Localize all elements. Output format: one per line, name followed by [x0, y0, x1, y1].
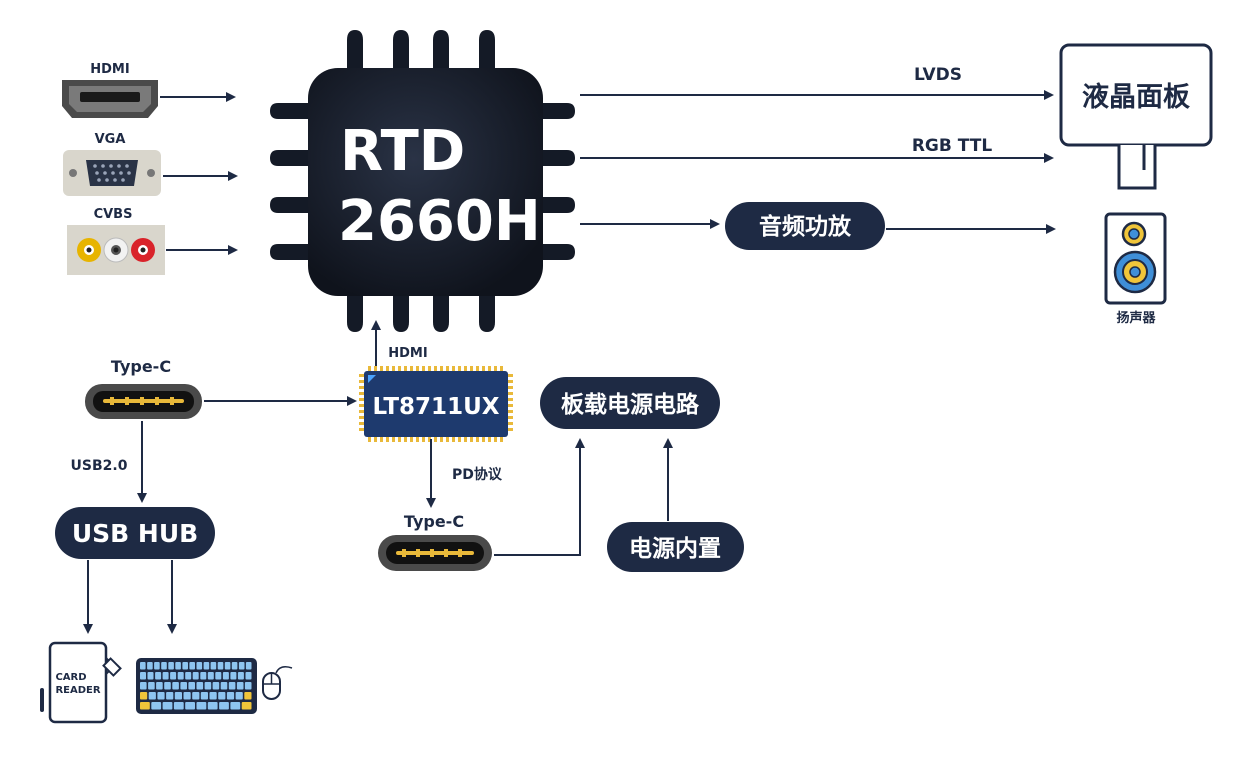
bridge-hdmi-label: HDMI — [388, 346, 427, 361]
bridge-chip: LT8711UX — [359, 366, 513, 442]
hdmi-input: HDMI — [62, 62, 236, 118]
card-reader-icon — [40, 641, 122, 724]
typec-to-power-arrow — [494, 438, 585, 556]
builtin-power-label: 电源内置 — [629, 536, 721, 562]
board-power-label: 板载电源电路 — [561, 391, 700, 418]
bridge-chip-label: LT8711UX — [373, 394, 500, 420]
main-chip-body — [308, 68, 543, 296]
pd-protocol-label: PD协议 — [452, 466, 503, 483]
audio-amp-label: 音频功放 — [759, 213, 852, 240]
speaker: 扬声器 — [1104, 212, 1167, 326]
main-chip-label-line2: 2660H — [338, 189, 541, 254]
typec-bottom-label: Type-C — [404, 512, 464, 531]
hdmi-port-icon — [62, 80, 158, 118]
lcd-panel-stand — [1117, 145, 1157, 190]
speaker-icon — [1104, 212, 1167, 305]
chip-pins-bottom — [347, 290, 495, 332]
vga-port-icon — [63, 150, 161, 196]
usb-hub-node: USB HUB — [55, 507, 215, 559]
hdmi-input-label: HDMI — [90, 62, 129, 77]
bridge-chip-pins — [359, 366, 513, 442]
bridge-chip-body — [364, 371, 508, 437]
typec-left-port-icon — [85, 384, 202, 419]
vga-input-label: VGA — [95, 132, 126, 147]
card-reader-label-line1: CARD — [55, 672, 86, 683]
cvbs-port-icon — [67, 225, 165, 275]
vga-input: VGA — [63, 132, 238, 196]
keyboard-icon — [136, 658, 257, 714]
audio-amp-node: 音频功放 — [725, 202, 885, 250]
board-power-node: 板载电源电路 — [540, 377, 720, 429]
chip-pins-top — [347, 30, 495, 72]
chip-pins-left — [270, 103, 320, 260]
lvds-label: LVDS — [914, 65, 962, 85]
builtin-power-node: 电源内置 — [607, 522, 744, 572]
cvbs-input-label: CVBS — [94, 207, 133, 222]
typec-left-label: Type-C — [111, 357, 171, 376]
lcd-panel: 液晶面板 — [1059, 43, 1213, 190]
typec-bottom-port-icon — [378, 535, 492, 571]
main-chip-label-line1: RTD — [340, 119, 465, 184]
card-reader: CARD READER — [40, 641, 122, 724]
card-reader-label-line2: READER — [55, 685, 100, 696]
lcd-panel-label: 液晶面板 — [1082, 82, 1190, 113]
usb20-label: USB2.0 — [71, 458, 128, 474]
usb-hub-label: USB HUB — [72, 519, 198, 548]
rgb-ttl-label: RGB TTL — [912, 136, 993, 156]
cvbs-input: CVBS — [67, 207, 238, 275]
speaker-label: 扬声器 — [1116, 310, 1156, 326]
main-chip: RTD 2660H — [270, 30, 575, 332]
mouse-icon — [262, 666, 293, 700]
